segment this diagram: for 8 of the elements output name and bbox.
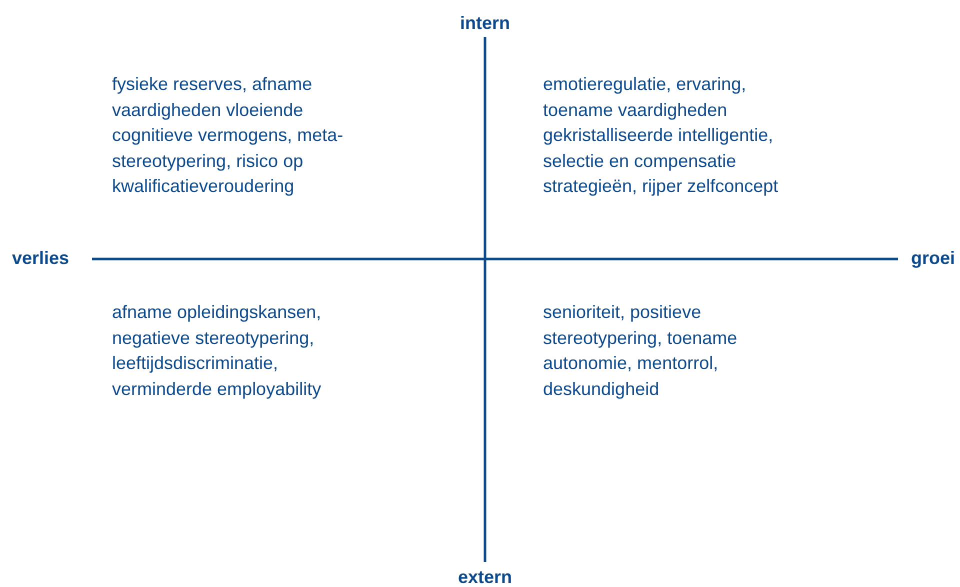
axis-label: verlies: [12, 248, 70, 269]
quadrant-text: senioriteit, positieve stereotypering, toename autonomie, mentorrol, deskundigheid: [543, 301, 738, 401]
axis-label: groei: [911, 248, 956, 269]
quadrant-text: emotieregulatie, ervaring, toename vaardigheden gekristalliseerde intelligentie, selectie en compensatie strategieën, rijper zelfconcept: [543, 73, 780, 198]
quadrant-text: fysieke reserves, afname vaardigheden vloeiende cognitieve vermogens, meta-stereotypering, risico op kwalificatieveroudering: [112, 73, 344, 198]
axis-label: extern: [458, 567, 512, 587]
quadrant-text: afname opleidingskansen, negatieve stereotypering, leeftijdsdiscriminatie, verminderde employability: [112, 301, 322, 401]
axis-label: intern: [460, 13, 510, 34]
